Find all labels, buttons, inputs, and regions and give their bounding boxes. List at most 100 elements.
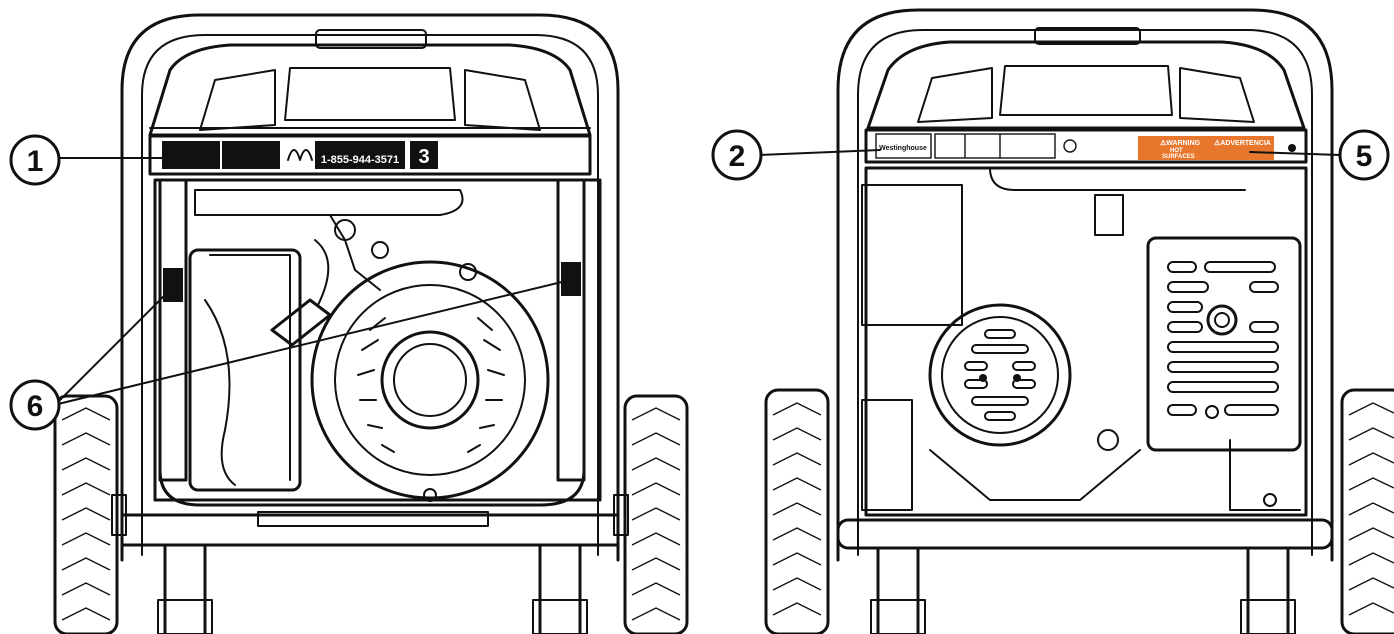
rear-muffler-vents (1167, 261, 1279, 419)
rear-warning-en: ⚠WARNING (1160, 139, 1201, 147)
front-bracket-right (561, 262, 581, 296)
front-frame-outer (120, 13, 620, 562)
callout-2-leader (759, 149, 881, 156)
front-recoil-mid (334, 284, 526, 476)
rear-fuel-cap (1034, 27, 1141, 45)
rear-bracket (1229, 439, 1301, 511)
rear-brand-text: Westinghouse (879, 145, 927, 152)
rear-frame-outer (836, 8, 1334, 562)
callout-6: 6 (9, 279, 571, 431)
rear-right-wheel (1340, 388, 1394, 634)
callout-6-leader-right (57, 279, 571, 405)
rear-warning-bg (1138, 136, 1274, 160)
front-phone-number: 1-855-944-3571 (321, 154, 399, 166)
front-left-wheel (53, 394, 127, 634)
rear-left-foot (876, 546, 920, 634)
rear-label-band (864, 128, 1308, 164)
front-engine-housing (153, 178, 602, 502)
rear-side-box (861, 399, 913, 511)
front-phone-plate (315, 141, 405, 169)
rear-side-panel (861, 184, 963, 326)
callout-2: 2 (711, 129, 881, 181)
front-left-foot (163, 543, 207, 634)
rear-warning-es: ⚠ADVERTENCIA (1214, 139, 1271, 147)
front-right-upright (556, 178, 586, 482)
rear-engine-base (929, 449, 1141, 501)
front-bolt-2 (459, 263, 477, 281)
front-engine-top (194, 189, 464, 216)
rear-carburetor (1094, 194, 1124, 236)
rear-muffler-outlet (1206, 304, 1238, 336)
rear-right-foot-pad (1240, 599, 1296, 634)
front-warranty-badge (410, 141, 438, 169)
front-air-filter-edge (209, 254, 291, 481)
front-right-foot-pad (532, 599, 588, 634)
front-pull-cord (314, 239, 330, 306)
rear-brand-plate (875, 133, 932, 159)
front-warranty-digit: 3 (418, 146, 429, 168)
front-label-block-1 (162, 141, 220, 169)
front-fuel-line (329, 214, 381, 291)
front-recoil-outer (310, 260, 550, 500)
rear-tank-facet-right (1179, 67, 1255, 123)
callout-1: 1 (9, 134, 176, 186)
rear-bolt-1 (1097, 429, 1119, 451)
callout-6-leader-left (57, 284, 176, 403)
front-label-block-2 (222, 141, 280, 169)
rear-band-rivet (1288, 144, 1296, 152)
front-bolt-1 (371, 241, 389, 259)
front-right-axle (613, 494, 629, 536)
rear-tank-underside (989, 167, 1246, 191)
rear-frame-inner (857, 29, 1313, 556)
front-bolt-3 (423, 488, 437, 502)
front-maintenance-label: 1-855-944-3571 3 (162, 141, 438, 169)
rear-view-generator: Westinghouse ⚠WARNING ⚠ADVERTENCIA HOT S… (764, 8, 1394, 634)
rear-bolt-2 (1263, 493, 1277, 507)
callout-2-circle (711, 129, 763, 181)
front-left-axle (111, 494, 127, 536)
front-frame-bottom-plate (257, 511, 489, 527)
front-tank-facet-right (464, 69, 541, 131)
front-fuel-tank (148, 43, 592, 137)
front-fuel-cap (315, 29, 427, 49)
rear-right-foot (1246, 546, 1290, 634)
front-frame-inner (141, 34, 599, 556)
front-left-upright (158, 178, 188, 482)
rear-left-wheel (764, 388, 830, 634)
front-air-filter-curve (204, 299, 236, 486)
rear-left-foot-pad (870, 599, 926, 634)
callout-5-circle (1338, 129, 1390, 181)
rear-tank-facet-center (999, 65, 1173, 116)
callout-1-number: 1 (27, 145, 44, 178)
front-fuel-valve (334, 219, 356, 241)
front-fuel-icon (287, 149, 313, 161)
rear-fuel-tank (866, 40, 1306, 130)
rear-warning-surfaces: SURFACES (1162, 154, 1195, 160)
callout-5-number: 5 (1356, 140, 1373, 173)
callout-6-number: 6 (27, 390, 44, 423)
callout-2-number: 2 (729, 140, 746, 173)
front-recoil-hub (380, 330, 480, 430)
rear-warning-label: ⚠WARNING ⚠ADVERTENCIA HOT SURFACES (1138, 136, 1274, 160)
callout-5-leader (1249, 151, 1341, 156)
front-label-band (148, 134, 592, 176)
front-tank-facet-center (284, 67, 456, 121)
front-right-wheel (613, 394, 689, 634)
rear-tank-facet-left (917, 67, 993, 123)
rear-spec-plate (934, 133, 1056, 159)
front-air-filter-box (188, 248, 302, 492)
front-left-foot-pad (157, 599, 213, 634)
rear-flywheel-inner (941, 316, 1059, 434)
front-pull-handle (270, 298, 332, 347)
callout-6-circle (9, 379, 61, 431)
rear-flywheel-vents (964, 329, 1036, 421)
front-frame-bottom (120, 513, 620, 547)
rear-flywheel-cover (928, 303, 1072, 447)
front-handle-loop (158, 468, 586, 507)
front-recoil-vents (357, 317, 505, 453)
rear-muffler-shield (1146, 236, 1302, 452)
front-tank-facet-left (199, 69, 276, 131)
callout-5: 5 (1249, 129, 1390, 181)
